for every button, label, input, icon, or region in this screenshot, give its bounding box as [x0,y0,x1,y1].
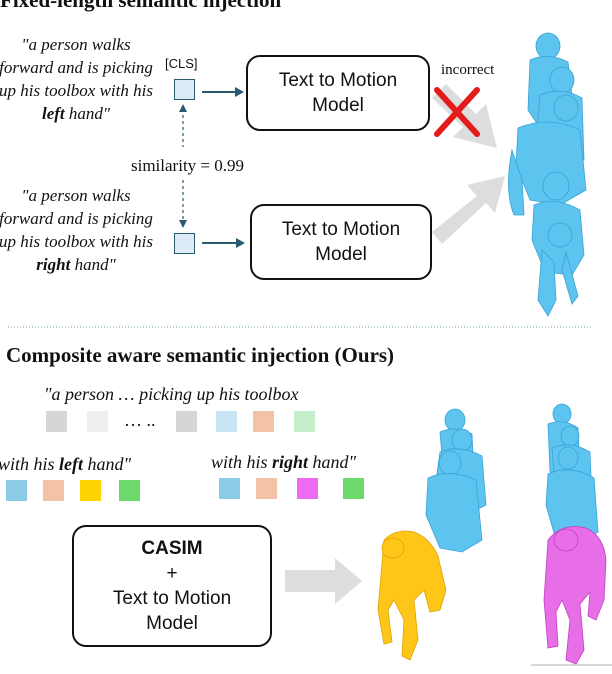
left-hand-phrase: with his left hand" [0,454,131,475]
quote-left-text: "a person walks forward and is picking u… [0,35,153,100]
model-bottom-line1: Text to Motion [281,219,401,240]
left-token-4 [119,480,140,501]
model-top-line2: Model [312,95,364,116]
casim-line2: Model [146,613,198,634]
text-to-motion-model-top: Text to Motion Model [246,55,430,131]
cls-label: [CLS] [165,56,198,71]
prefix-token-3 [176,411,197,432]
quote-right-bold: right [36,255,71,274]
incorrect-label: incorrect [441,62,495,78]
right-phrase-text: with his [211,452,273,472]
motion-figure-right-hand-blue [545,403,599,545]
left-phrase-bold: left [59,454,84,474]
prefix-text: "a person … picking up his toolbox [44,384,299,404]
model-top-line1: Text to Motion [278,70,398,91]
gray-arrow-casim [285,558,362,604]
right-hand-phrase: with his right hand" [211,452,356,473]
token-to-model-arrow-bottom [202,238,245,248]
left-token-1 [6,480,27,501]
quote-left-bold: left [41,104,65,123]
right-token-1 [219,478,240,499]
casim-model-box: CASIM + Text to Motion Model [72,525,272,647]
similarity-label: similarity = 0.99 [131,156,244,175]
left-token-2 [43,480,64,501]
similarity-dashed-arrow-down [179,180,187,228]
quote-right-text: "a person walks forward and is picking u… [0,186,153,251]
section1-heading: Fixed-length semantic injection [0,0,282,12]
gray-arrow-bottom [432,176,505,244]
prefix-token-1 [46,411,67,432]
motion-figure-left-hand-yellow [377,530,447,661]
text-to-motion-model-bottom: Text to Motion Model [250,204,432,280]
prefix-token-6 [294,411,315,432]
motion-figure-left-hand-blue [425,408,487,553]
quote-right-hand: "a person walks forward and is picking u… [0,184,156,276]
cls-token-bottom [174,233,195,254]
left-token-3 [80,480,101,501]
token-to-model-arrow-top [202,87,244,97]
left-phrase-text: with his [0,454,60,474]
prefix-token-ellipsis: … .. [124,410,156,430]
right-token-3 [297,478,318,499]
right-token-4 [343,478,364,499]
left-phrase-end: hand" [83,454,132,474]
similarity-dashed-arrow-up [179,104,187,147]
motion-figure-right-hand-magenta [543,526,607,665]
casim-title: CASIM [141,538,203,559]
prefix-token-5 [253,411,274,432]
red-cross-icon [434,87,480,137]
cls-token-top [174,79,195,100]
quote-left-end: hand" [64,104,111,123]
model-bottom-line2: Model [315,244,367,265]
prefix-token-2 [87,411,108,432]
right-phrase-end: hand" [308,452,357,472]
right-phrase-bold: right [272,452,309,472]
quote-left-hand: "a person walks forward and is picking u… [0,33,156,125]
right-token-2 [256,478,277,499]
casim-plus: + [166,563,178,584]
prefix-token-4 [216,411,237,432]
motion-figure-blue-sequence [508,32,587,317]
quote-right-end: hand" [70,255,116,274]
section2-heading: Composite aware semantic injection (Ours… [6,343,395,367]
casim-line1: Text to Motion [112,588,232,609]
